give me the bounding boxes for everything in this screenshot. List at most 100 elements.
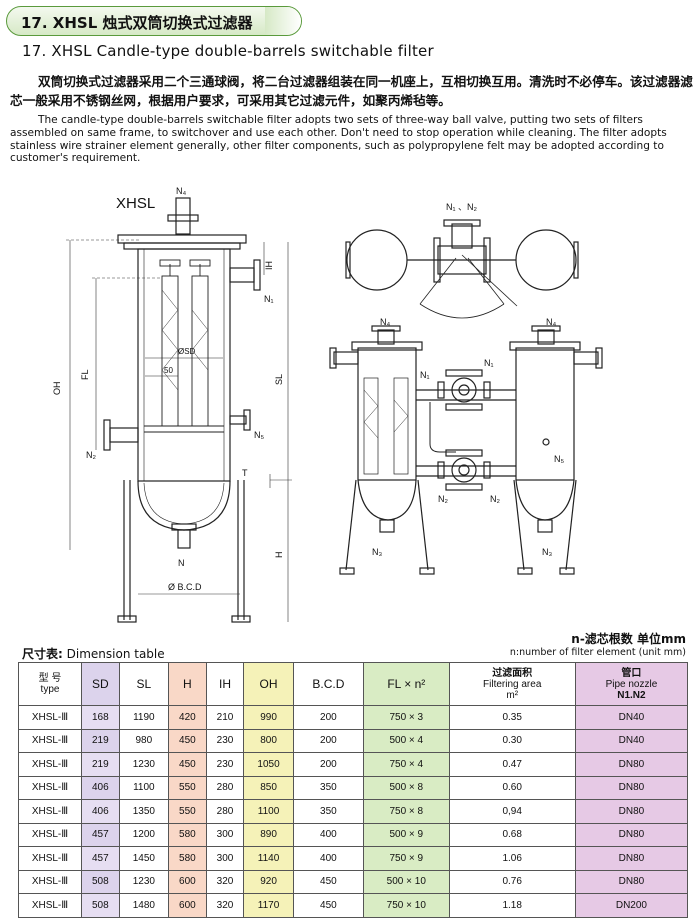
header-pipe-cn: 管口	[621, 667, 642, 679]
header-pipe-en: Pipe nozzle	[605, 678, 658, 690]
cell-area: 1.18	[448, 893, 576, 918]
header-type-cn: 型 号	[38, 673, 62, 684]
cell-sd: 219	[81, 728, 120, 753]
cell-oh: 1140	[243, 846, 294, 871]
label-n2-right: N₂	[438, 494, 448, 504]
cell-h: 450	[168, 728, 207, 753]
header-pipe: 管口 Pipe nozzle N1.N2	[574, 662, 689, 706]
cell-ih: 320	[205, 869, 245, 894]
label-sl: SL	[274, 374, 284, 385]
label-n2-left: N₂	[86, 450, 96, 460]
cell-area: 0.35	[448, 705, 576, 730]
cell-sd: 406	[81, 775, 120, 800]
cell-sd: 219	[81, 752, 120, 777]
table-header-row: 型 号 type SD SL H IH OH B.C.D FL × n² 过滤面…	[18, 662, 689, 706]
header-area-en: Filtering area	[483, 678, 542, 690]
header-area-cn: 过滤面积	[492, 667, 533, 679]
cell-sl: 980	[118, 728, 170, 753]
cell-area: 1.06	[448, 846, 576, 871]
cell-sl: 1450	[118, 846, 170, 871]
label-n4: N₄	[176, 186, 186, 196]
label-fl: FL	[80, 369, 90, 380]
cell-oh: 1100	[243, 799, 294, 824]
cell-type: XHSL-Ⅲ	[18, 869, 82, 894]
cell-fl: 750 × 3	[363, 705, 450, 730]
unit-note-en: n:number of filter element (unit mm)	[509, 647, 686, 658]
label-h: H	[274, 552, 284, 559]
left-sectional-view: XHSL N₄ N N₁ N₅ N₂	[52, 186, 292, 623]
cell-type: XHSL-Ⅲ	[18, 799, 82, 824]
label-n5-right: N₅	[554, 454, 564, 464]
label-ih: IH	[264, 261, 274, 270]
cell-bcd: 450	[292, 869, 365, 894]
cell-oh: 1050	[243, 752, 294, 777]
cell-ih: 320	[205, 893, 245, 918]
label-oh: OH	[52, 382, 62, 396]
cell-ih: 300	[205, 846, 245, 871]
description-chinese: 双筒切换式过滤器采用二个三通球阀，将二台过滤器组装在同一机座上，互相切换互用。清…	[10, 74, 693, 108]
cell-bcd: 200	[292, 705, 365, 730]
cell-h: 580	[168, 822, 207, 847]
cell-h: 420	[168, 705, 207, 730]
cell-sd: 168	[81, 705, 120, 730]
label-sd: ØSD	[178, 347, 196, 356]
header-oh: OH	[243, 662, 294, 706]
cell-sd: 457	[81, 846, 120, 871]
label-n2-right-b: N₂	[490, 494, 500, 504]
cell-oh: 890	[243, 822, 294, 847]
cell-ih: 210	[205, 705, 245, 730]
label-n3-right: N₃	[542, 547, 552, 557]
cell-bcd: 400	[292, 822, 365, 847]
header-ih: IH	[205, 662, 245, 706]
dimension-table-title: 尺寸表: Dimension table	[22, 645, 165, 662]
header-type: 型 号 type	[18, 662, 82, 706]
cell-type: XHSL-Ⅲ	[18, 822, 82, 847]
header-area-unit: m²	[506, 689, 519, 701]
cell-h: 600	[168, 893, 207, 918]
cell-h: 550	[168, 775, 207, 800]
cell-h: 600	[168, 869, 207, 894]
cell-bcd: 350	[292, 799, 365, 824]
label-n4-right-b: N₄	[546, 317, 556, 327]
dimension-title-en: Dimension table	[66, 647, 165, 661]
cell-fl: 750 × 9	[363, 846, 450, 871]
cell-fl: 750 × 8	[363, 799, 450, 824]
cell-type: XHSL-Ⅲ	[18, 846, 82, 871]
cell-bcd: 200	[292, 728, 365, 753]
cell-bcd: 200	[292, 752, 365, 777]
cell-fl: 500 × 8	[363, 775, 450, 800]
cell-sl: 1230	[118, 869, 170, 894]
technical-drawing: XHSL N₄ N N₁ N₅ N₂	[52, 186, 603, 623]
cell-fl: 500 × 9	[363, 822, 450, 847]
cell-type: XHSL-Ⅲ	[18, 775, 82, 800]
cell-pipe: DN200	[574, 893, 689, 918]
cell-bcd: 450	[292, 893, 365, 918]
banner-fade	[265, 7, 301, 35]
cell-sd: 457	[81, 822, 120, 847]
cell-area: 0,94	[448, 799, 576, 824]
header-sd: SD	[81, 662, 120, 706]
right-elevation-view: N₄ N₃ N₄ N₃ N₅	[329, 317, 603, 575]
cell-oh: 800	[243, 728, 294, 753]
cell-oh: 920	[243, 869, 294, 894]
cell-fl: 750 × 4	[363, 752, 450, 777]
cell-sl: 1100	[118, 775, 170, 800]
cell-pipe: DN80	[574, 775, 689, 800]
cell-ih: 300	[205, 822, 245, 847]
cell-oh: 990	[243, 705, 294, 730]
cell-fl: 750 × 10	[363, 893, 450, 918]
cell-oh: 850	[243, 775, 294, 800]
label-n3-left: N₃	[372, 547, 382, 557]
header-sl: SL	[118, 662, 170, 706]
cell-sd: 406	[81, 799, 120, 824]
header-fl: FL × n²	[363, 662, 450, 706]
cell-pipe: DN40	[574, 728, 689, 753]
cell-sl: 1200	[118, 822, 170, 847]
